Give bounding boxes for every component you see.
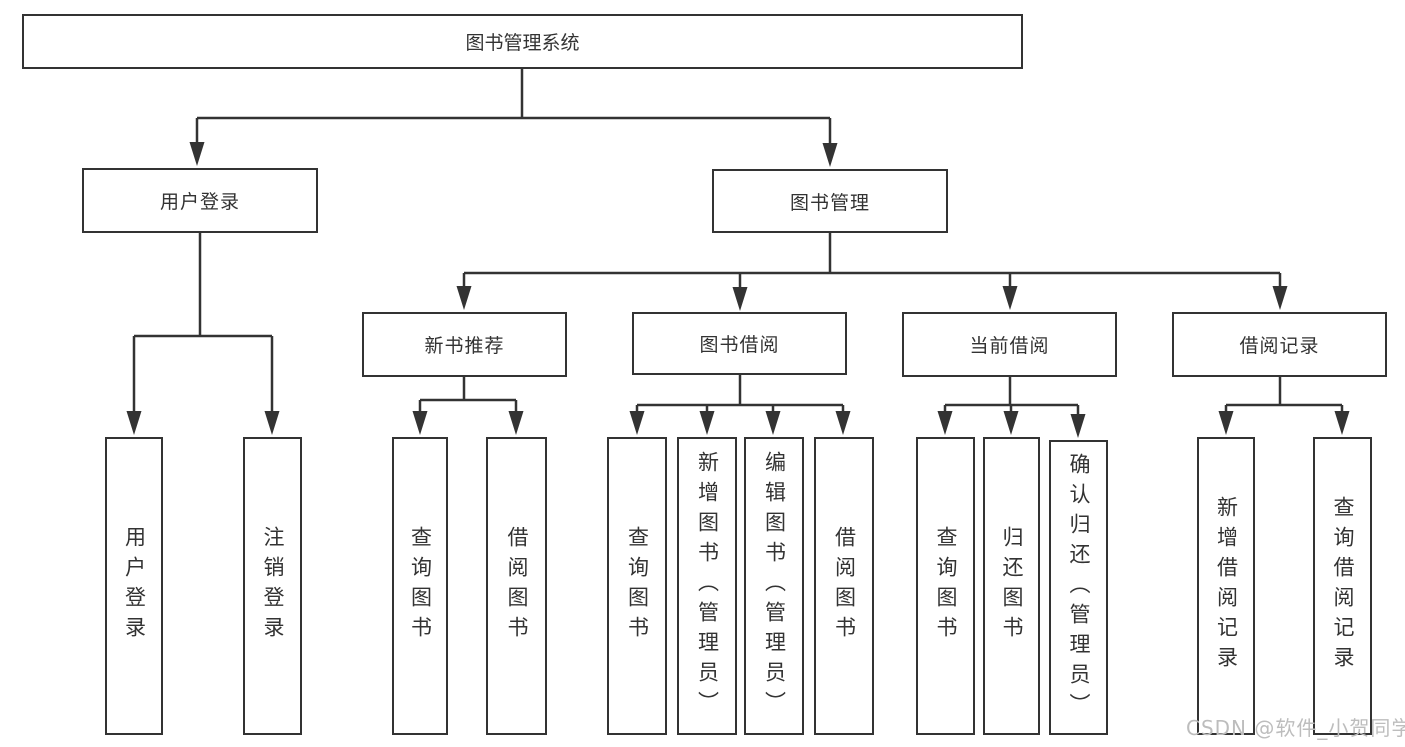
leaf-logout-label: 注销登录: [261, 526, 285, 646]
leaf-cb-query-books-label: 查询图书: [934, 526, 958, 646]
connector-paths: [132, 69, 1344, 418]
leaf-br-add-record: 新增借阅记录: [1197, 437, 1255, 735]
node-book-borrow: 图书借阅: [632, 312, 847, 375]
node-new-book-recommend-label: 新书推荐: [424, 335, 505, 357]
leaf-cb-return-books-label: 归还图书: [1000, 526, 1024, 646]
node-borrow-records-label: 借阅记录: [1239, 335, 1320, 357]
node-current-borrow: 当前借阅: [902, 312, 1117, 377]
watermark-text: CSDN @软件_小贺同学: [1186, 716, 1405, 740]
leaf-bb-edit-books-admin: 编辑图书（管理员）: [744, 437, 804, 735]
leaf-logout: 注销登录: [243, 437, 302, 735]
node-user-login: 用户登录: [82, 168, 318, 233]
leaf-cb-confirm-return-admin: 确认归还（管理员）: [1049, 440, 1108, 735]
node-current-borrow-label: 当前借阅: [969, 335, 1050, 357]
leaf-bb-add-books-admin-label: 新增图书（管理员）: [695, 451, 720, 721]
leaf-nb-query-books: 查询图书: [392, 437, 448, 735]
node-book-management: 图书管理: [712, 169, 948, 233]
leaf-bb-add-books-admin: 新增图书（管理员）: [677, 437, 737, 735]
node-book-management-label: 图书管理: [789, 191, 870, 214]
leaf-user-login-label: 用户登录: [122, 526, 147, 646]
arrowheads: [126, 142, 1350, 438]
leaf-cb-query-books: 查询图书: [916, 437, 975, 735]
leaf-br-add-record-label: 新增借阅记录: [1214, 496, 1239, 676]
leaf-br-query-record: 查询借阅记录: [1313, 437, 1372, 735]
leaf-cb-confirm-return-admin-label: 确认归还（管理员）: [1067, 452, 1091, 723]
leaf-bb-borrow-books-label: 借阅图书: [832, 526, 857, 646]
node-user-login-label: 用户登录: [159, 191, 240, 213]
node-borrow-records: 借阅记录: [1172, 312, 1387, 377]
leaf-user-login: 用户登录: [105, 437, 163, 735]
leaf-bb-borrow-books: 借阅图书: [814, 437, 874, 735]
node-root: 图书管理系统: [22, 14, 1023, 69]
leaf-nb-query-books-label: 查询图书: [408, 526, 433, 646]
leaf-bb-query-books: 查询图书: [607, 437, 667, 735]
leaf-br-query-record-label: 查询借阅记录: [1331, 496, 1355, 676]
leaf-bb-query-books-label: 查询图书: [625, 526, 650, 646]
leaf-bb-edit-books-admin-label: 编辑图书（管理员）: [762, 451, 787, 721]
leaf-nb-borrow-books: 借阅图书: [486, 437, 547, 735]
node-new-book-recommend: 新书推荐: [362, 312, 567, 377]
leaf-cb-return-books: 归还图书: [983, 437, 1040, 735]
node-root-label: 图书管理系统: [465, 32, 580, 54]
leaf-nb-borrow-books-label: 借阅图书: [505, 526, 529, 646]
node-book-borrow-label: 图书借阅: [699, 334, 780, 356]
